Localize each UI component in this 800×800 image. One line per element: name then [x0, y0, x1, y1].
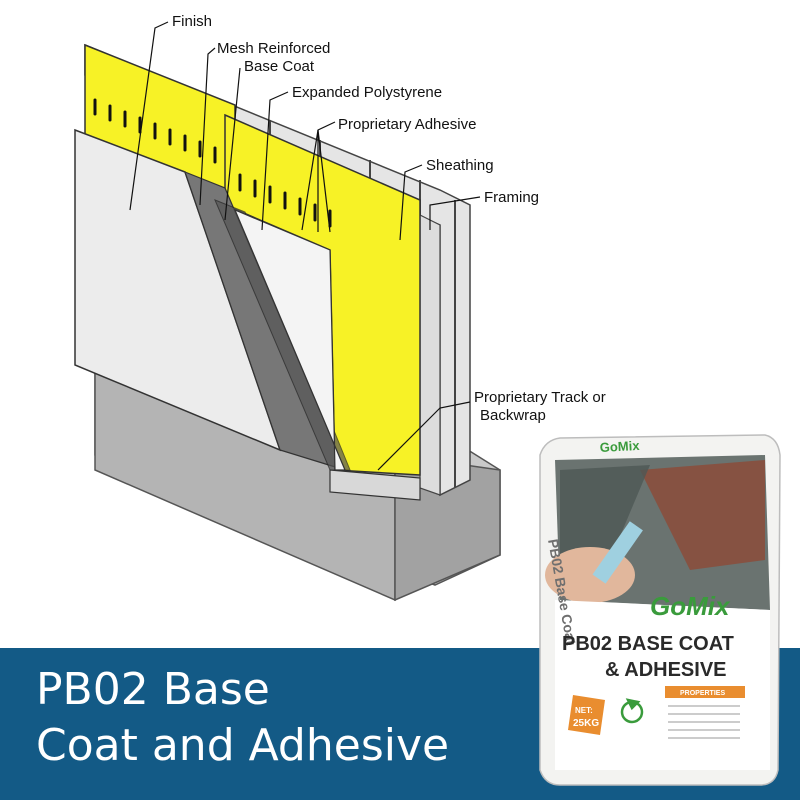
- label-sheathing: Sheathing: [426, 157, 494, 174]
- banner-line2: Coat and Adhesive: [36, 720, 450, 771]
- banner-line1: PB02 Base: [36, 664, 270, 715]
- label-track-line2: Backwrap: [480, 407, 546, 424]
- label-track-line1: Proprietary Track or: [474, 389, 606, 406]
- label-eps: Expanded Polystyrene: [292, 84, 443, 101]
- adhesive-ribbons: [93, 98, 332, 228]
- label-framing: Framing: [484, 189, 540, 206]
- label-adhesive: Proprietary Adhesive: [338, 116, 477, 133]
- banner-title: PB02 Base Coat and Adhesive: [36, 662, 556, 774]
- sheathing-layer: [419, 214, 441, 496]
- proprietary-track: [329, 469, 421, 501]
- label-mesh-line2: Base Coat: [244, 58, 315, 75]
- callout-leaders: [129, 21, 481, 471]
- label-finish: Finish: [172, 13, 213, 30]
- label-mesh-line1: Mesh Reinforced: [217, 40, 331, 57]
